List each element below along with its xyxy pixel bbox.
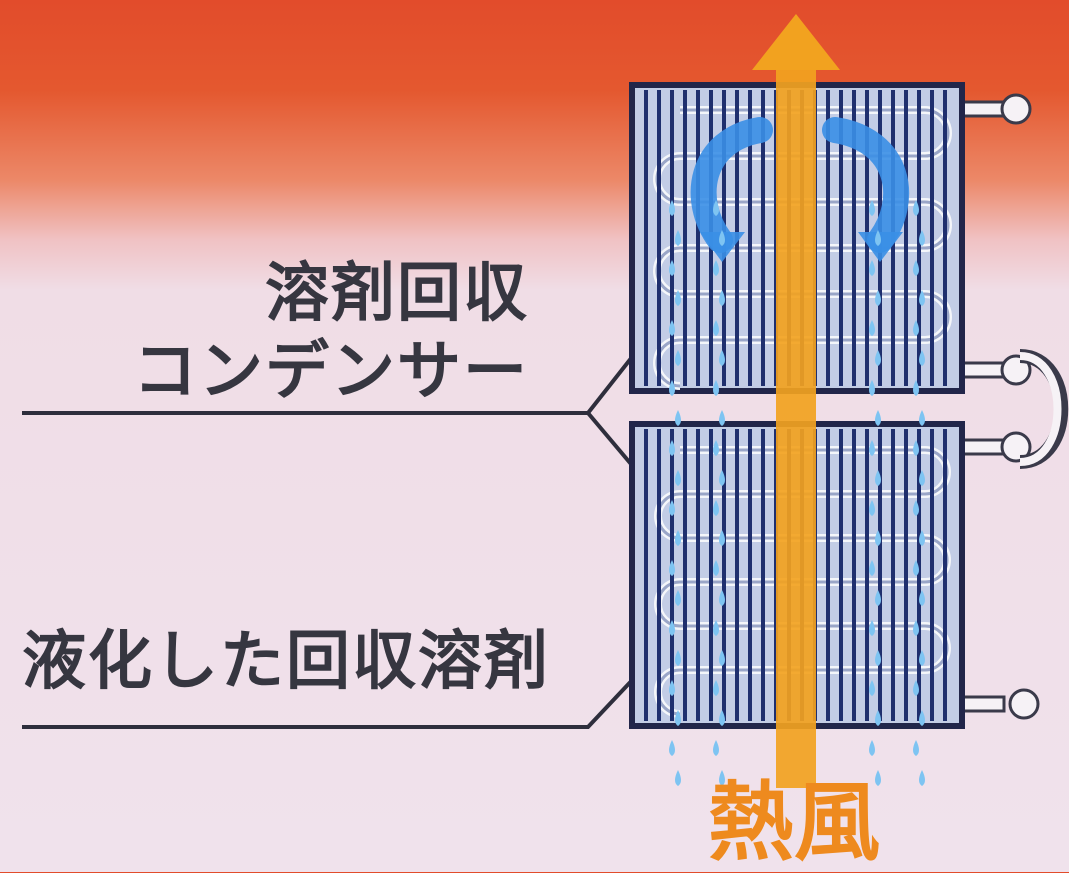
droplet xyxy=(913,320,919,336)
droplet xyxy=(713,680,719,696)
droplet xyxy=(675,650,681,666)
droplet xyxy=(913,500,919,516)
droplet xyxy=(713,320,719,336)
droplet xyxy=(675,710,681,726)
droplet xyxy=(719,470,725,486)
droplet xyxy=(919,230,925,246)
droplet xyxy=(869,680,875,696)
droplet xyxy=(719,590,725,606)
droplet xyxy=(919,290,925,306)
droplet xyxy=(669,620,675,636)
droplet xyxy=(719,290,725,306)
droplet xyxy=(869,620,875,636)
lower-coil xyxy=(654,446,951,718)
droplet xyxy=(669,380,675,396)
droplet xyxy=(675,350,681,366)
droplet xyxy=(875,770,881,786)
droplet xyxy=(669,200,675,216)
droplet xyxy=(913,380,919,396)
droplet xyxy=(919,410,925,426)
droplet xyxy=(913,560,919,576)
droplet xyxy=(719,530,725,546)
droplet xyxy=(869,740,875,756)
condenser-label-line2: コンデンサー xyxy=(133,335,529,409)
droplet xyxy=(875,230,881,246)
coil-tube-core xyxy=(656,448,949,716)
droplet xyxy=(669,740,675,756)
droplet xyxy=(869,380,875,396)
droplet xyxy=(669,440,675,456)
droplet xyxy=(869,500,875,516)
droplet xyxy=(719,710,725,726)
droplet xyxy=(869,320,875,336)
droplet xyxy=(875,470,881,486)
droplet xyxy=(875,710,881,726)
droplet xyxy=(919,650,925,666)
droplet xyxy=(719,350,725,366)
upper-coil xyxy=(653,106,952,390)
droplet xyxy=(719,770,725,786)
droplet xyxy=(675,770,681,786)
pipe-connectors xyxy=(960,93,1069,720)
droplet-icon xyxy=(669,200,925,786)
coil-tube-core xyxy=(655,108,950,388)
droplet xyxy=(913,740,919,756)
droplet xyxy=(675,410,681,426)
hot-air-label: 熱風 xyxy=(708,773,880,873)
droplet xyxy=(713,560,719,576)
droplet xyxy=(919,590,925,606)
droplet xyxy=(719,650,725,666)
droplet xyxy=(875,290,881,306)
droplet xyxy=(713,440,719,456)
droplet xyxy=(713,620,719,636)
droplet xyxy=(875,650,881,666)
droplet xyxy=(719,230,725,246)
droplet xyxy=(675,470,681,486)
droplet xyxy=(919,770,925,786)
droplet xyxy=(875,350,881,366)
droplet xyxy=(919,530,925,546)
droplet xyxy=(913,440,919,456)
droplet xyxy=(713,380,719,396)
droplet xyxy=(875,530,881,546)
droplet xyxy=(713,200,719,216)
droplet xyxy=(669,680,675,696)
droplet xyxy=(875,410,881,426)
droplet xyxy=(675,530,681,546)
arrow-up-icon xyxy=(752,14,840,788)
droplet xyxy=(869,260,875,276)
droplet xyxy=(669,500,675,516)
droplet xyxy=(669,320,675,336)
droplet xyxy=(913,200,919,216)
droplet xyxy=(913,620,919,636)
droplet xyxy=(919,350,925,366)
droplet xyxy=(913,260,919,276)
condenser-label: 溶剤回収 コンデンサー xyxy=(133,262,529,418)
droplet xyxy=(869,440,875,456)
droplet xyxy=(875,590,881,606)
droplet xyxy=(713,500,719,516)
droplet xyxy=(919,710,925,726)
droplet xyxy=(675,230,681,246)
droplet xyxy=(919,470,925,486)
droplet xyxy=(913,680,919,696)
droplet xyxy=(675,590,681,606)
condenser-label-line1: 溶剤回収 xyxy=(265,257,529,331)
droplet xyxy=(869,560,875,576)
curved-arrow-icon xyxy=(690,117,910,253)
droplet xyxy=(713,740,719,756)
droplet xyxy=(713,260,719,276)
droplet xyxy=(669,560,675,576)
droplet xyxy=(675,290,681,306)
liquefied-solvent-label: 液化した回収溶剤 xyxy=(22,625,550,699)
droplet xyxy=(869,200,875,216)
droplet xyxy=(719,410,725,426)
droplet xyxy=(669,260,675,276)
